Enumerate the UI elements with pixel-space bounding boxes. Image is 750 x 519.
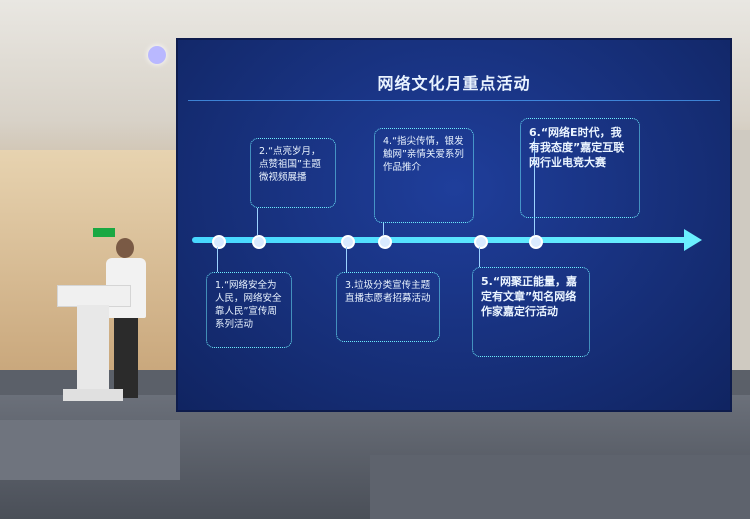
event-box-3: 3.垃圾分类宣传主题直播志愿者招募活动 (336, 272, 440, 342)
event-box-5: 5.“网聚正能量，嘉定有文章”知名网络作家嘉定行活动 (472, 267, 590, 357)
timeline-arrowhead (684, 229, 702, 251)
event-box-2: 2.“点亮岁月，点赞祖国”主题微视频展播 (250, 138, 336, 208)
connector-3 (346, 247, 347, 272)
led-screen: 网络文化月重点活动 1.“网络安全为人民，网络安全靠人民”宣传周系列活动 2.“… (178, 40, 730, 410)
timeline-node-6 (529, 235, 543, 249)
speaker-pants (114, 318, 138, 398)
event-label-6: 6.“网络E时代，我有我态度”嘉定互联网行业电竞大赛 (529, 126, 625, 169)
timeline-node-2 (252, 235, 266, 249)
connector-2 (257, 208, 258, 235)
podium-top (57, 285, 131, 307)
timeline-node-5 (474, 235, 488, 249)
podium-stand (77, 305, 109, 395)
timeline-node-3 (341, 235, 355, 249)
connector-5 (479, 247, 480, 267)
event-box-1: 1.“网络安全为人民，网络安全靠人民”宣传周系列活动 (206, 272, 292, 348)
timeline-node-1 (212, 235, 226, 249)
event-label-4: 4.“指尖传情，银发触网”亲情关爱系列作品推介 (383, 136, 464, 173)
stage-step-left (0, 420, 180, 480)
balloon-decoration (148, 46, 166, 64)
event-box-4: 4.“指尖传情，银发触网”亲情关爱系列作品推介 (374, 128, 474, 223)
connector-1 (217, 247, 218, 272)
exit-sign (93, 228, 115, 237)
event-label-2: 2.“点亮岁月，点赞祖国”主题微视频展播 (259, 146, 321, 183)
speaker-head (116, 238, 134, 258)
event-box-6: 6.“网络E时代，我有我态度”嘉定互联网行业电竞大赛 (520, 118, 640, 218)
podium-base (63, 389, 123, 401)
timeline-node-4 (378, 235, 392, 249)
stage-step-right (370, 455, 750, 519)
connector-4 (383, 223, 384, 235)
event-label-1: 1.“网络安全为人民，网络安全靠人民”宣传周系列活动 (215, 280, 282, 330)
podium (57, 285, 131, 405)
screen-title: 网络文化月重点活动 (377, 74, 531, 93)
event-label-3: 3.垃圾分类宣传主题直播志愿者招募活动 (345, 280, 431, 304)
screen-title-bar: 网络文化月重点活动 (178, 40, 730, 105)
event-label-5: 5.“网聚正能量，嘉定有文章”知名网络作家嘉定行活动 (481, 275, 578, 318)
title-divider (188, 100, 720, 101)
timeline-arrow-line (192, 237, 688, 243)
connector-6 (534, 138, 535, 235)
